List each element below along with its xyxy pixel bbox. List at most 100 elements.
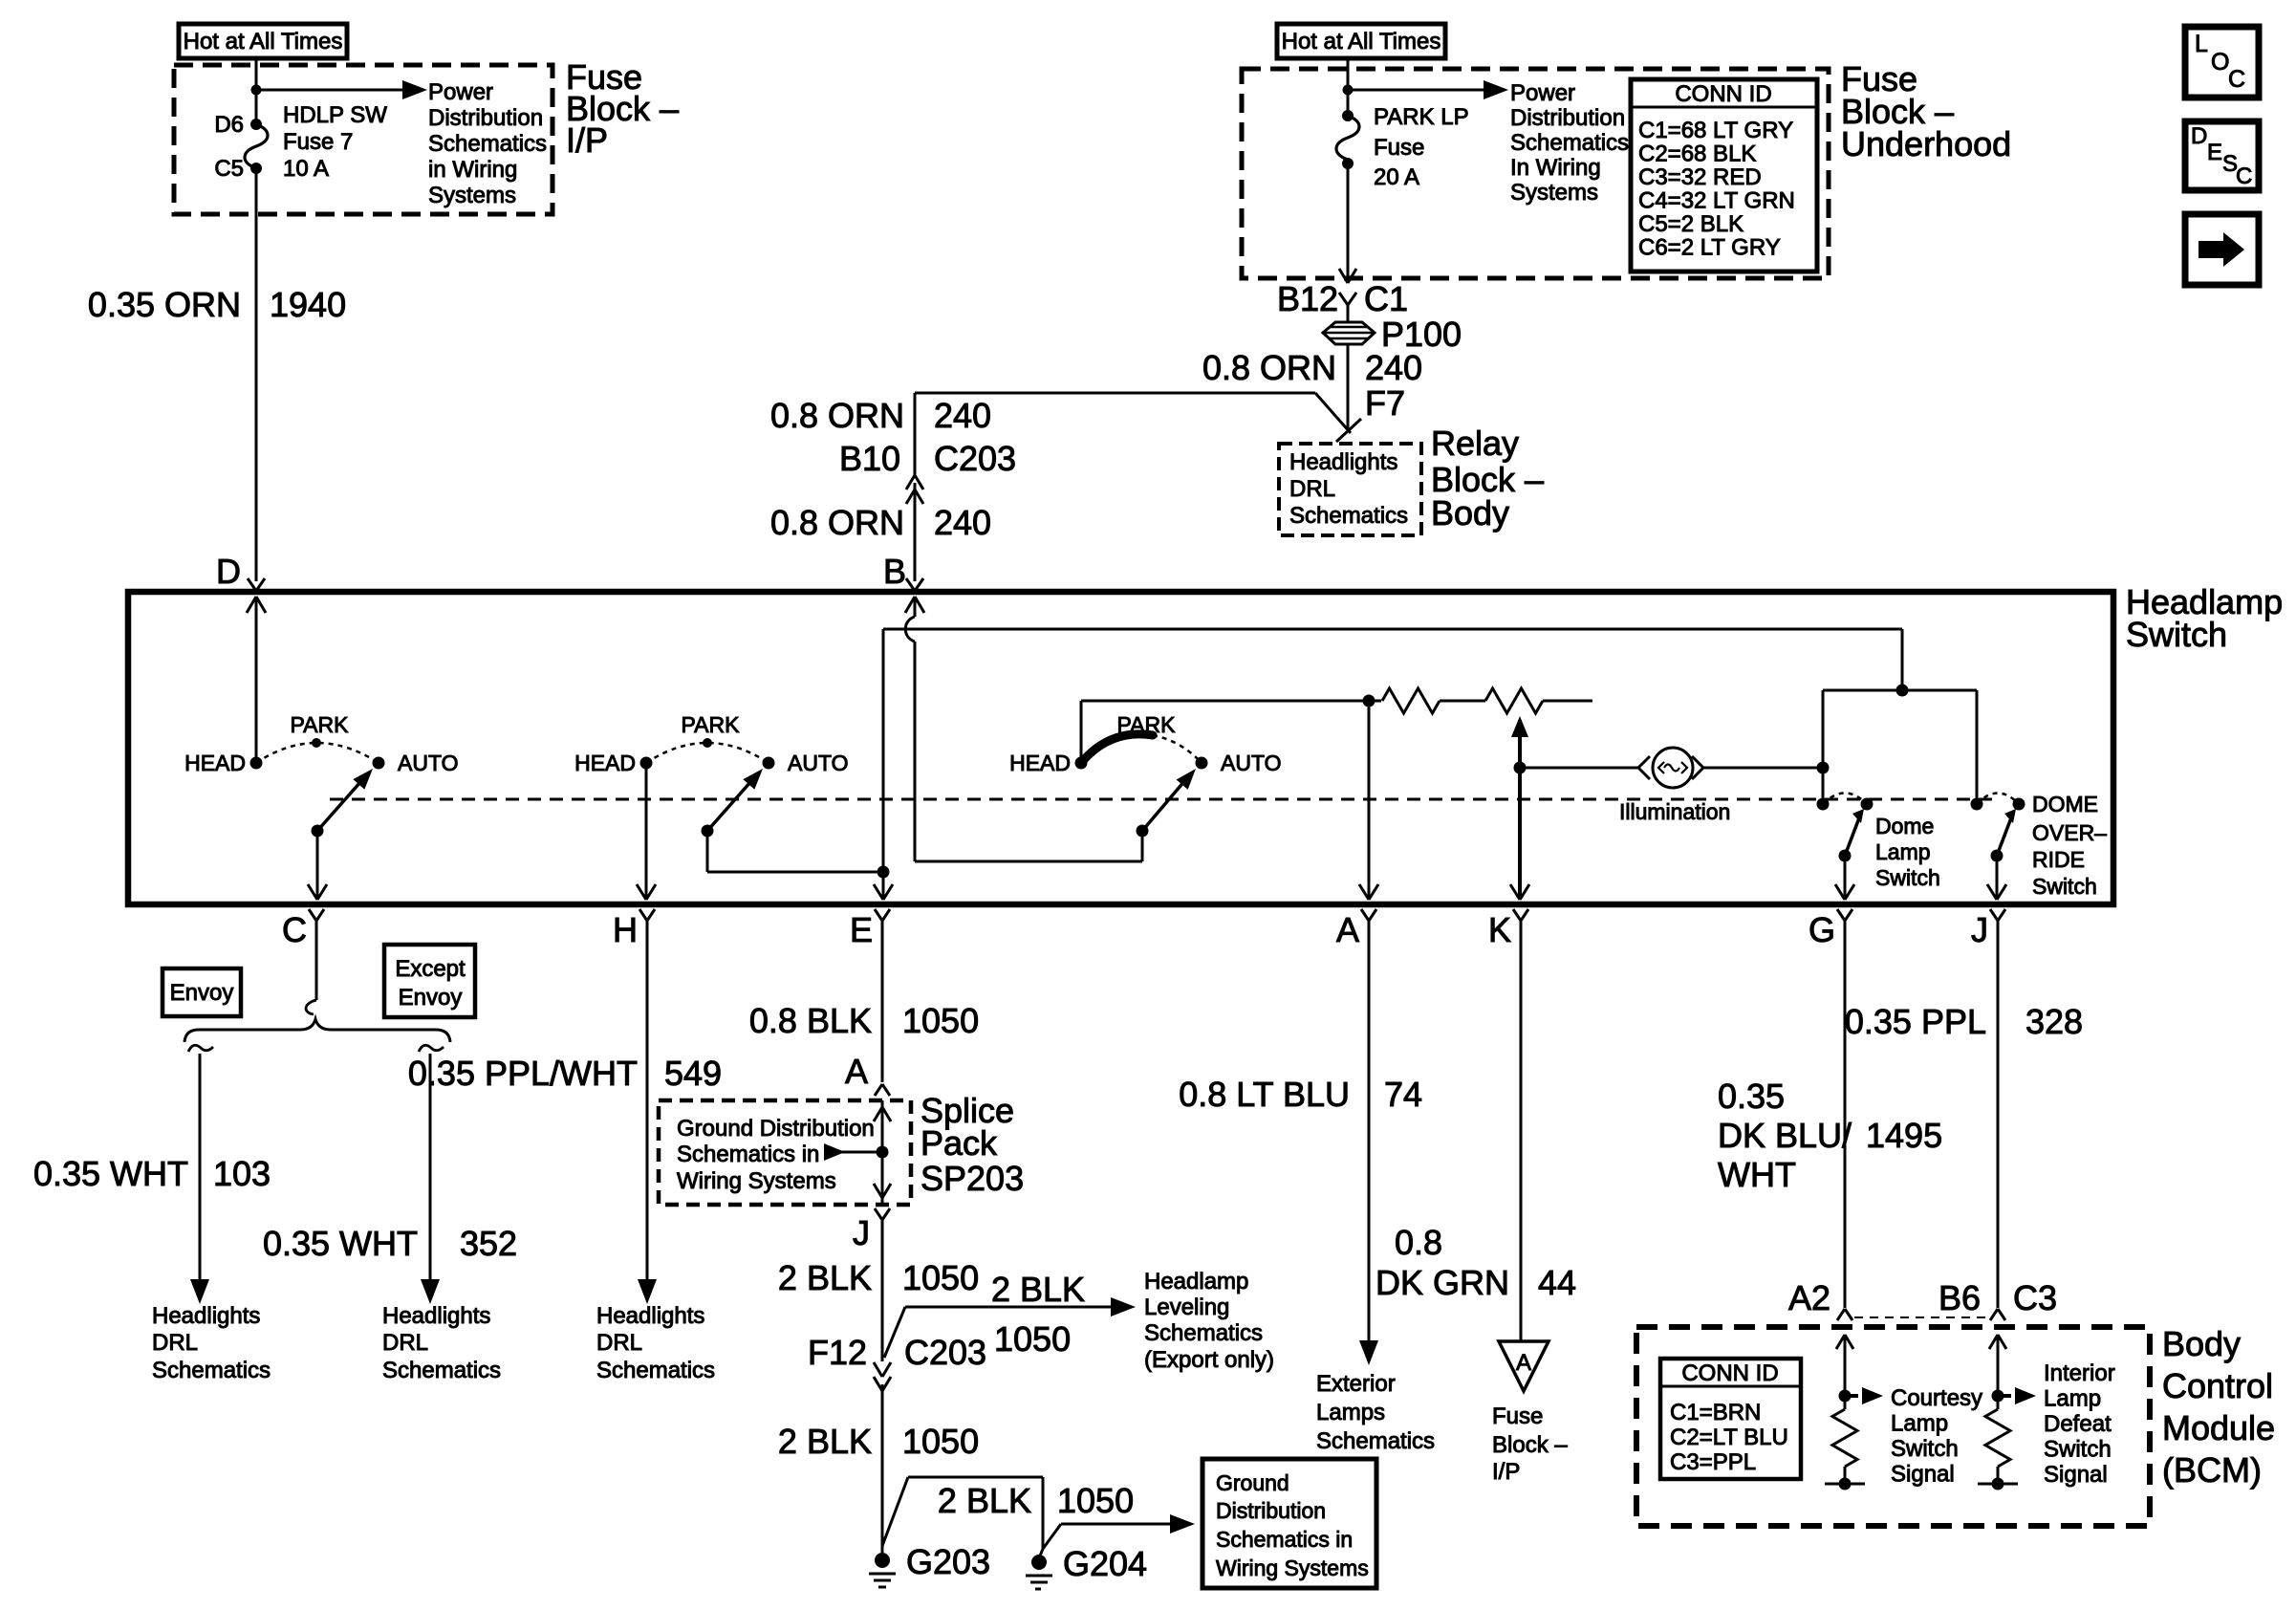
svg-text:Schematics: Schematics (1510, 130, 1629, 156)
svg-text:PARK: PARK (682, 712, 741, 737)
svg-text:Distribution: Distribution (1510, 105, 1625, 131)
svg-text:CONN ID: CONN ID (1675, 81, 1771, 107)
svg-text:Signal: Signal (2044, 1462, 2108, 1488)
svg-text:2 BLK: 2 BLK (938, 1481, 1031, 1520)
svg-text:0.35 WHT: 0.35 WHT (33, 1154, 188, 1193)
svg-text:Module: Module (2162, 1408, 2275, 1447)
svg-text:Lamp: Lamp (2044, 1386, 2101, 1412)
svg-text:Headlights: Headlights (152, 1303, 260, 1329)
svg-text:AUTO: AUTO (398, 751, 458, 775)
svg-text:E: E (2207, 140, 2222, 165)
svg-text:2 BLK: 2 BLK (778, 1422, 872, 1461)
svg-text:DRL: DRL (152, 1330, 198, 1356)
svg-text:A: A (845, 1052, 868, 1091)
svg-text:Body: Body (2162, 1324, 2241, 1363)
svg-text:Schematics: Schematics (382, 1358, 501, 1383)
svg-text:Ground: Ground (1216, 1470, 1289, 1495)
svg-text:J: J (1971, 910, 1988, 949)
svg-text:Schematics in: Schematics in (1216, 1527, 1353, 1552)
svg-text:C203: C203 (934, 439, 1016, 478)
svg-text:D: D (2191, 123, 2207, 149)
svg-text:B6: B6 (1939, 1278, 1981, 1317)
svg-text:0.8 ORN: 0.8 ORN (770, 503, 904, 542)
svg-text:Headlights: Headlights (1289, 449, 1397, 475)
svg-text:Fuse: Fuse (1374, 135, 1424, 161)
svg-text:A: A (1336, 910, 1359, 949)
svg-text:AUTO: AUTO (1221, 751, 1281, 775)
svg-text:0.8: 0.8 (1395, 1223, 1442, 1262)
svg-text:J: J (853, 1213, 870, 1252)
svg-text:1050: 1050 (1057, 1481, 1134, 1520)
svg-text:C2=LT BLU: C2=LT BLU (1670, 1425, 1788, 1450)
svg-text:D6: D6 (214, 112, 244, 138)
svg-text:240: 240 (934, 503, 991, 542)
svg-text:Defeat: Defeat (2044, 1411, 2112, 1437)
svg-text:Block –: Block – (1431, 460, 1544, 499)
svg-text:HEAD: HEAD (1009, 751, 1071, 775)
svg-text:G: G (1809, 910, 1835, 949)
svg-text:1940: 1940 (270, 285, 346, 324)
svg-text:Block –: Block – (566, 89, 679, 128)
svg-text:WHT: WHT (1718, 1155, 1796, 1194)
svg-text:C: C (282, 910, 307, 949)
svg-text:352: 352 (460, 1224, 517, 1263)
svg-text:Power: Power (1510, 80, 1575, 106)
svg-text:0.35 WHT: 0.35 WHT (263, 1224, 418, 1263)
svg-text:Switch: Switch (2032, 874, 2097, 899)
svg-text:Power: Power (428, 79, 493, 105)
svg-text:Distribution: Distribution (428, 105, 543, 131)
svg-text:O: O (2211, 49, 2229, 76)
svg-text:Headlights: Headlights (382, 1303, 490, 1329)
svg-text:Dome: Dome (1875, 814, 1934, 838)
svg-text:Control: Control (2162, 1366, 2273, 1405)
svg-text:DRL: DRL (596, 1330, 642, 1356)
svg-text:Schematics: Schematics (1289, 503, 1408, 529)
svg-text:Fuse: Fuse (1841, 59, 1917, 98)
svg-text:DK BLU/: DK BLU/ (1718, 1116, 1852, 1155)
svg-text:1050: 1050 (994, 1319, 1071, 1359)
svg-text:Schematics: Schematics (428, 131, 547, 157)
svg-text:DRL: DRL (1289, 476, 1335, 502)
svg-text:CONN ID: CONN ID (1681, 1360, 1778, 1386)
svg-text:Illumination: Illumination (1619, 799, 1730, 824)
svg-text:Headlights: Headlights (596, 1303, 704, 1329)
svg-text:Pack: Pack (921, 1123, 998, 1163)
svg-text:C: C (2228, 66, 2245, 93)
svg-text:RIDE: RIDE (2032, 847, 2085, 872)
svg-text:1050: 1050 (902, 1422, 979, 1461)
svg-text:HEAD: HEAD (184, 751, 246, 775)
svg-text:Switch: Switch (1875, 865, 1940, 890)
svg-text:1495: 1495 (1866, 1116, 1942, 1155)
svg-text:PARK: PARK (291, 712, 350, 737)
svg-text:240: 240 (934, 396, 991, 435)
svg-text:Envoy: Envoy (170, 980, 234, 1006)
svg-text:I/P: I/P (566, 120, 608, 160)
svg-text:2 BLK: 2 BLK (991, 1270, 1085, 1309)
svg-text:0.8 ORN: 0.8 ORN (1202, 348, 1336, 387)
svg-text:Schematics: Schematics (596, 1358, 715, 1383)
svg-text:Courtesy: Courtesy (1891, 1385, 1982, 1411)
svg-text:C1: C1 (1364, 279, 1408, 318)
svg-text:Underhood: Underhood (1841, 124, 2011, 163)
svg-text:F7: F7 (1365, 383, 1405, 423)
svg-text:P100: P100 (1381, 315, 1462, 354)
svg-text:Interior: Interior (2044, 1360, 2115, 1386)
svg-text:C: C (2236, 163, 2252, 189)
svg-text:Distribution: Distribution (1216, 1498, 1326, 1523)
svg-text:Except: Except (395, 956, 466, 982)
svg-text:Lamps: Lamps (1316, 1400, 1385, 1425)
svg-text:1050: 1050 (902, 1258, 979, 1297)
svg-text:74: 74 (1384, 1075, 1422, 1114)
svg-text:Switch: Switch (2044, 1437, 2112, 1463)
svg-text:Schematics in: Schematics in (677, 1142, 819, 1167)
svg-text:0.35 PPL: 0.35 PPL (1845, 1002, 1986, 1041)
svg-text:Body: Body (1431, 493, 1509, 533)
svg-text:0.35 ORN: 0.35 ORN (88, 285, 241, 324)
svg-text:Signal: Signal (1891, 1462, 1955, 1488)
svg-text:44: 44 (1538, 1263, 1576, 1302)
svg-text:0.8 BLK: 0.8 BLK (749, 1001, 872, 1040)
svg-text:HDLP SW: HDLP SW (283, 102, 387, 128)
svg-text:G203: G203 (906, 1542, 990, 1581)
svg-text:Switch: Switch (2126, 615, 2227, 654)
svg-text:Headlamp: Headlamp (1144, 1269, 1248, 1295)
